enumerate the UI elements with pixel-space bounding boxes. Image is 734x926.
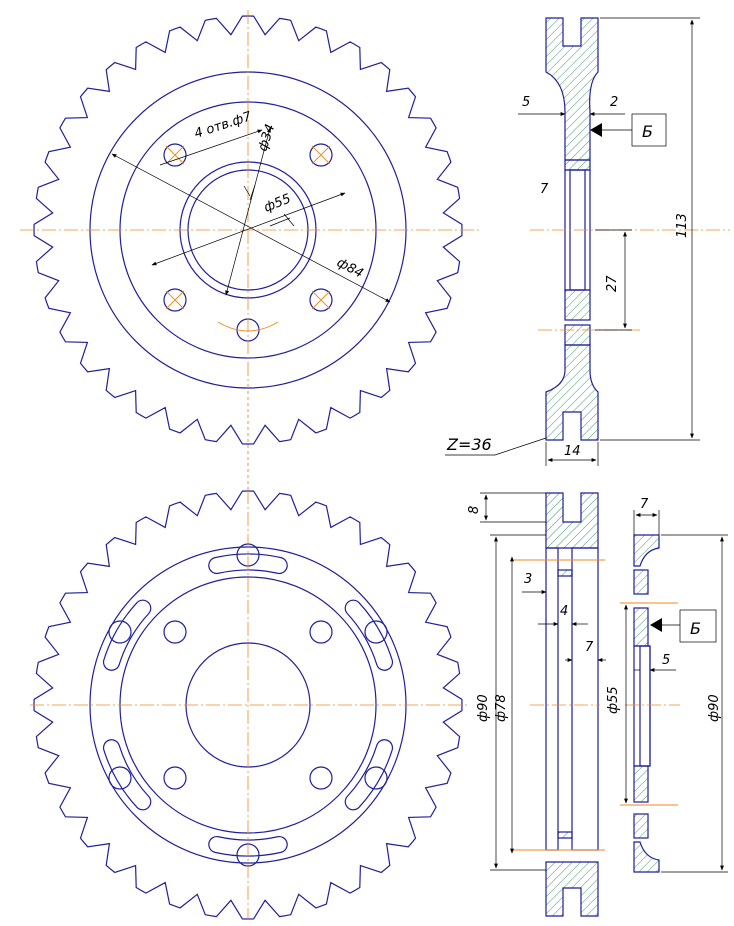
dim-d90: ф90: [476, 694, 491, 722]
label-d34: ф34: [256, 122, 279, 153]
bolt-hole: [163, 766, 187, 790]
label-d84: ф84: [334, 255, 365, 281]
teeth-label: Z=36: [446, 435, 492, 454]
bolt-hole: [364, 766, 388, 790]
bolt-hole: [364, 620, 388, 644]
bolt-hole: [309, 766, 333, 790]
slot: [344, 739, 394, 811]
label-d55: ф55: [262, 191, 293, 215]
dim-d90-right: ф90: [707, 694, 722, 722]
slot: [208, 835, 288, 857]
datum-label: Б: [642, 122, 653, 141]
bolt-hole: [309, 620, 333, 644]
bolt-hole: [163, 620, 187, 644]
dim-7: 7: [540, 182, 549, 197]
slot: [208, 553, 288, 575]
slots: [102, 553, 394, 857]
dim-113: 113: [675, 213, 690, 238]
dim-27: 27: [605, 275, 620, 292]
top-front-view: 4 отв.ф7 ф34 ф55 ф84: [20, 10, 480, 445]
slot: [344, 599, 394, 671]
dim-2: 2: [610, 95, 618, 110]
slot: [102, 599, 152, 671]
dim-4: 4: [560, 604, 568, 619]
dim-7-right: 7: [640, 497, 649, 512]
slot: [102, 739, 152, 811]
bottom-section: 8 3 4 7 ф90 ф78 ф55: [467, 492, 621, 917]
dim-3: 3: [524, 572, 532, 587]
gear-outline-bottom: [33, 490, 463, 920]
datum-box: [631, 113, 667, 147]
top-section: 5 2 Б 7 27 113 14 Z=36: [445, 17, 730, 466]
bolt-hole: [108, 620, 132, 644]
gear-outline-top: [33, 15, 463, 445]
bottom-front-view: [30, 490, 470, 920]
label-holes: 4 отв.ф7: [193, 109, 255, 142]
datum-label-right: Б: [690, 619, 701, 638]
dim-d55: ф55: [606, 686, 621, 714]
right-section: 7 Б 5 ф90: [620, 497, 728, 873]
bolt-hole: [108, 766, 132, 790]
dim-7: 7: [585, 640, 594, 655]
dim-d78: ф78: [494, 694, 509, 722]
dim-5: 5: [522, 95, 530, 110]
datum-box-right: [679, 609, 717, 643]
dim-5-right: 5: [662, 653, 670, 668]
dim-14: 14: [564, 444, 581, 459]
dim-8: 8: [467, 506, 482, 514]
